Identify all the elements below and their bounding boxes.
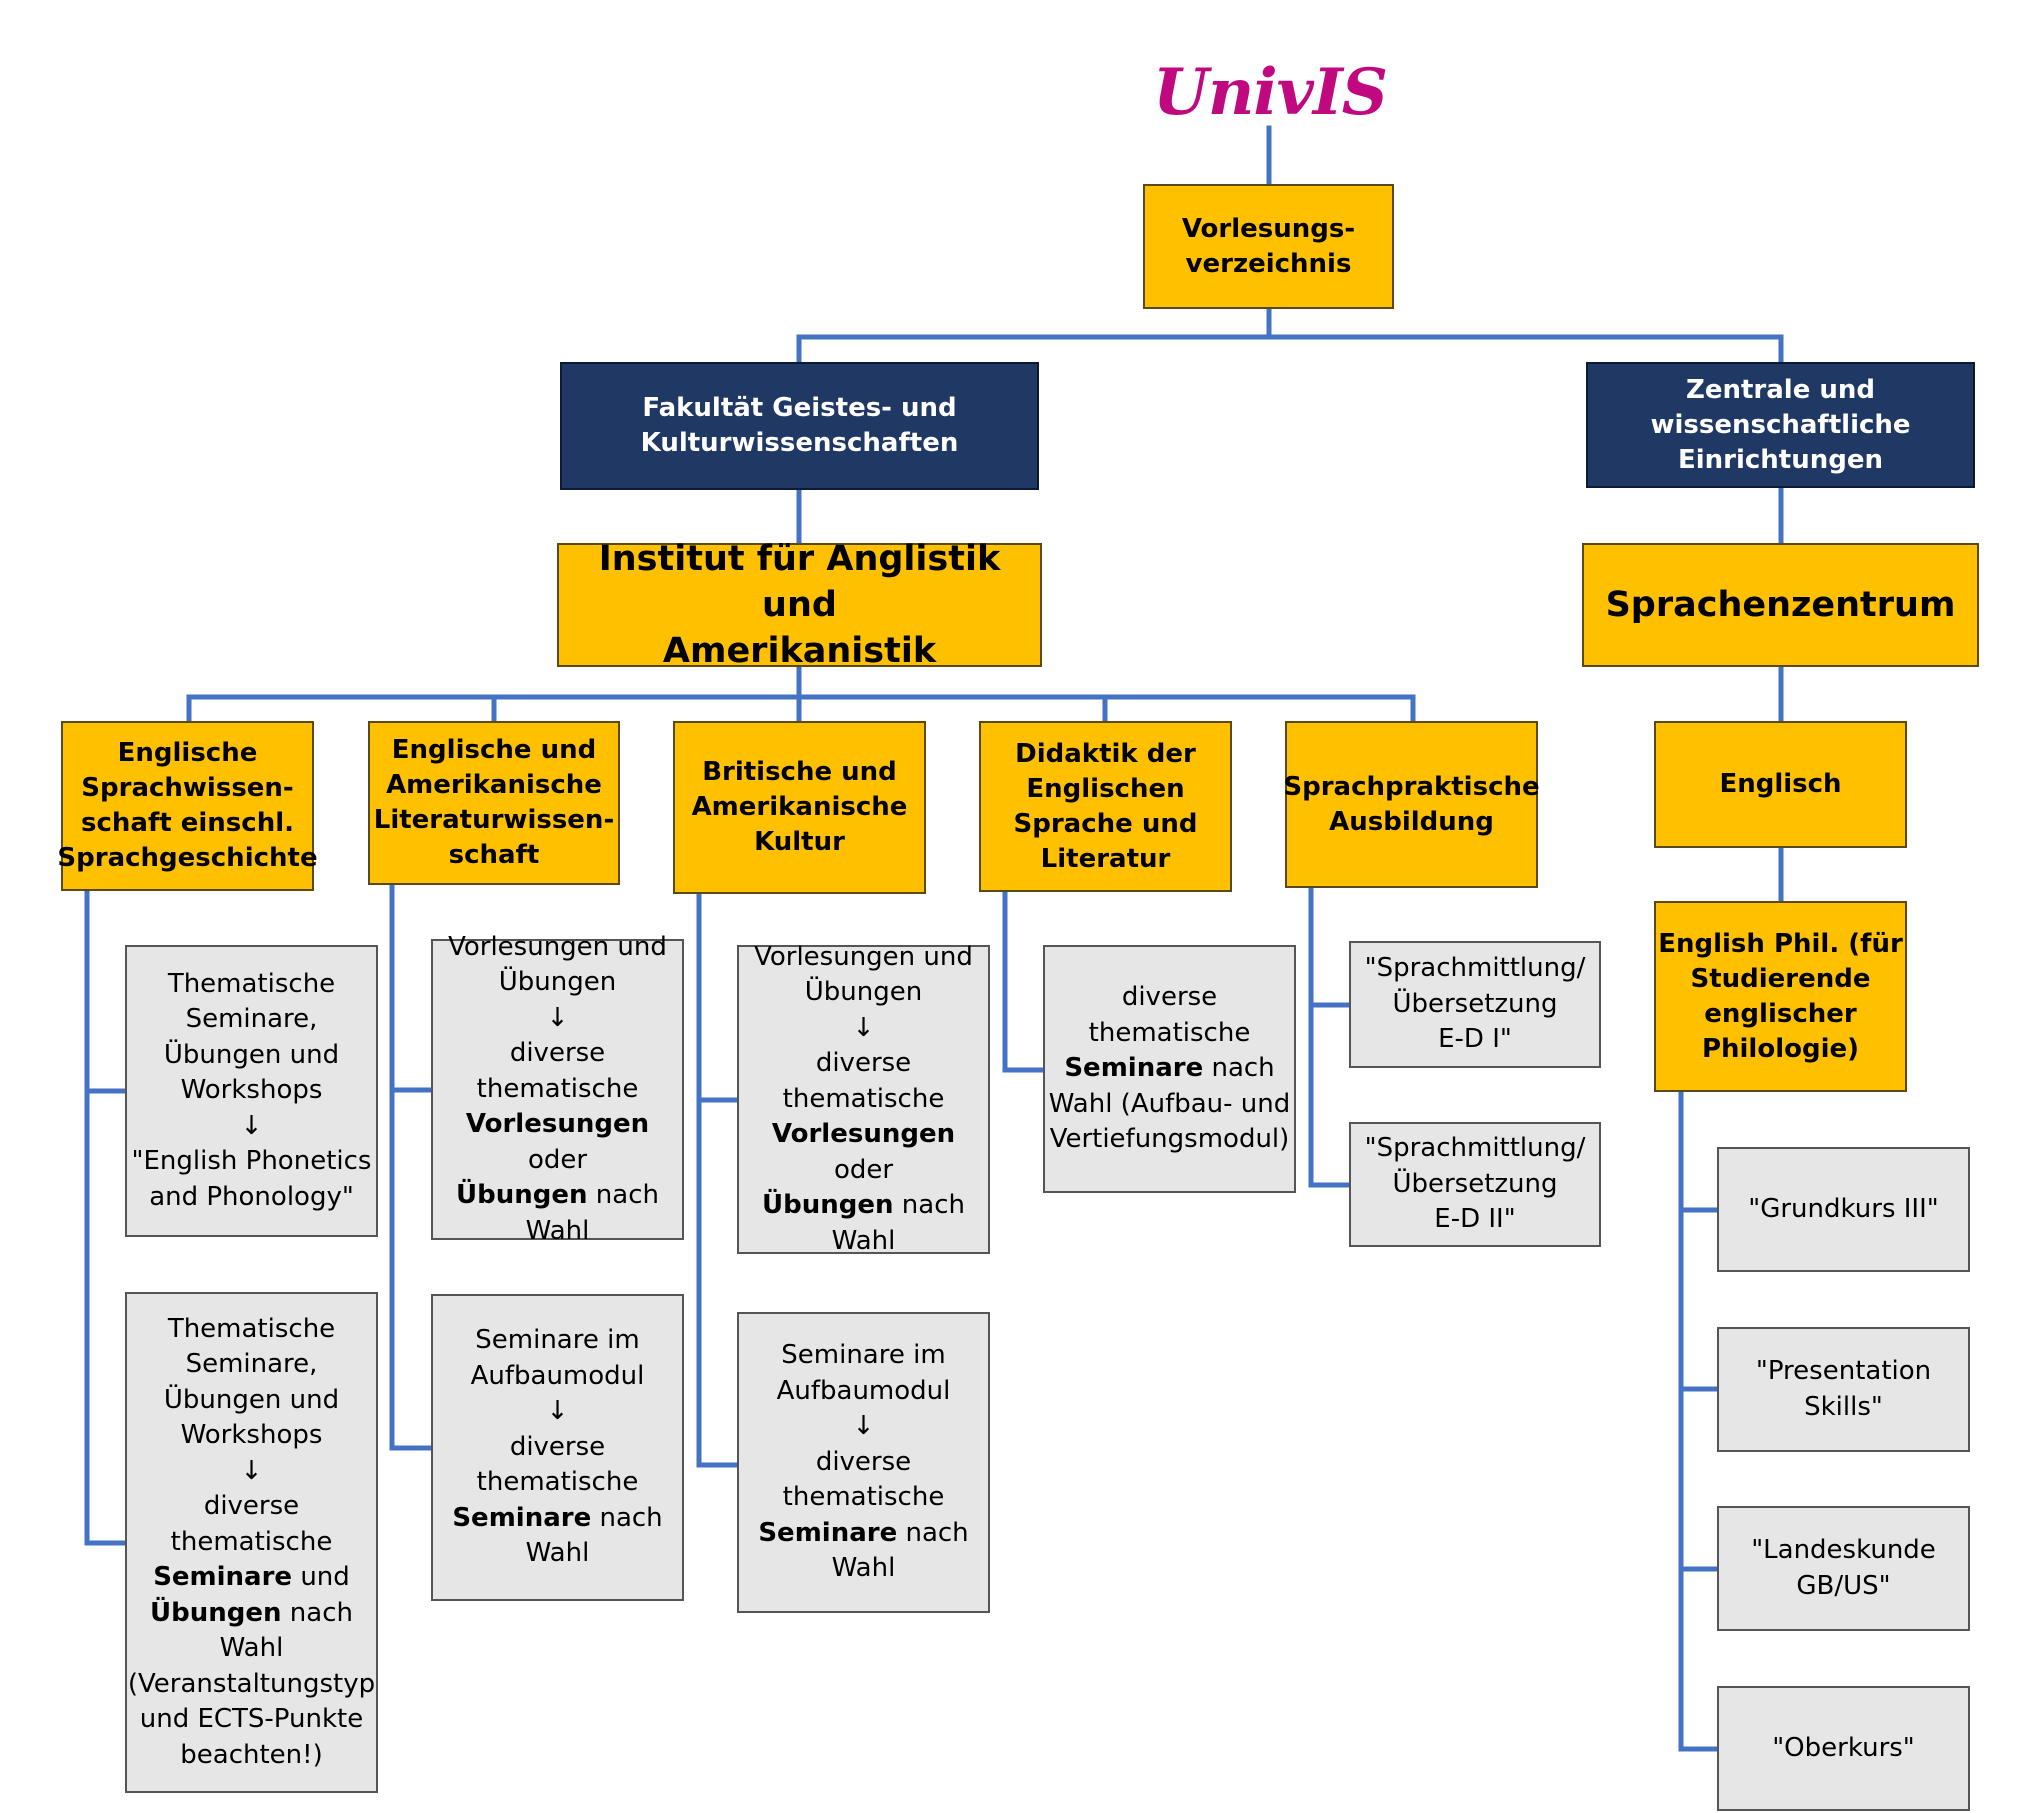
- node-label: Sprachpraktische Ausbildung: [1283, 771, 1540, 837]
- course-label: "Presentation Skills": [1755, 1356, 1932, 1422]
- text-segment: Vorlesungen und Übungen ↓ diverse themat…: [448, 931, 667, 1104]
- node-label: Englische Sprachwissen- schaft einschl. …: [57, 738, 318, 873]
- course-label: Seminare im Aufbaumodul ↓ diverse themat…: [758, 1338, 968, 1587]
- text-segment: Vorlesungen und Übungen ↓ diverse themat…: [754, 941, 973, 1114]
- text-segment: nach Wahl: [525, 1502, 663, 1569]
- course-box[interactable]: Vorlesungen und Übungen ↓ diverse themat…: [737, 942, 990, 1256]
- text-segment: nach Wahl: [831, 1190, 965, 1256]
- course-box[interactable]: Thematische Seminare, Übungen und Worksh…: [125, 1292, 378, 1793]
- course-box[interactable]: Seminare im Aufbaumodul ↓ diverse themat…: [737, 1312, 990, 1613]
- node-label: Britische und Amerikanische Kultur: [691, 757, 908, 857]
- dept-didaktik[interactable]: Didaktik der Englischen Sprache und Lite…: [979, 721, 1232, 892]
- text-segment: "Sprachmittlung/ Übersetzung E-D I": [1364, 953, 1586, 1055]
- course-label: Thematische Seminare, Übungen und Worksh…: [128, 1312, 375, 1774]
- emphasized-text: Seminare: [452, 1502, 592, 1533]
- course-box[interactable]: Vorlesungen und Übungen ↓ diverse themat…: [431, 932, 684, 1246]
- node-english-phil[interactable]: English Phil. (für Studierende englische…: [1654, 901, 1907, 1092]
- node-label: Vorlesungs- verzeichnis: [1181, 213, 1356, 279]
- text-segment: nach Wahl: [831, 1517, 969, 1584]
- text-segment: und: [300, 1562, 350, 1593]
- text-segment: Seminare im Aufbaumodul ↓ diverse themat…: [470, 1325, 645, 1498]
- emphasized-text: Seminare: [1064, 1053, 1204, 1084]
- node-label: Didaktik der Englischen Sprache und Lite…: [1013, 738, 1198, 874]
- node-label: English Phil. (für Studierende englische…: [1658, 928, 1903, 1064]
- text-segment: Thematische Seminare, Übungen und Worksh…: [163, 1313, 340, 1557]
- course-label: "Sprachmittlung/ Übersetzung E-D I": [1365, 951, 1586, 1058]
- dept-sprachwissenschaft[interactable]: Englische Sprachwissen- schaft einschl. …: [57, 721, 318, 891]
- node-zentrale-einrichtungen[interactable]: Zentrale und wissenschaftliche Einrichtu…: [1586, 362, 1975, 488]
- text-segment: "Sprachmittlung/ Übersetzung E-D II": [1364, 1133, 1586, 1235]
- course-label: Vorlesungen und Übungen ↓ diverse themat…: [739, 940, 988, 1260]
- emphasized-text: Vorlesungen: [465, 1109, 650, 1140]
- text-segment: nach Wahl (Aufbau- und Vertiefungsmodul): [1048, 1053, 1291, 1155]
- course-label: "Sprachmittlung/ Übersetzung E-D II": [1365, 1131, 1586, 1238]
- course-box[interactable]: "Oberkurs": [1717, 1686, 1970, 1811]
- node-label: Englisch: [1719, 769, 1842, 799]
- course-box[interactable]: diverse thematische Seminare nach Wahl (…: [1043, 945, 1296, 1193]
- course-label: Thematische Seminare, Übungen und Worksh…: [132, 967, 372, 1216]
- text-segment: nach Wahl (Veranstaltungstyp und ECTS-Pu…: [127, 1597, 376, 1770]
- node-institut-anglistik[interactable]: Institut für Anglistik und Amerikanistik: [557, 539, 1042, 671]
- course-box[interactable]: "Sprachmittlung/ Übersetzung E-D II": [1349, 1122, 1601, 1247]
- emphasized-text: Übungen: [762, 1190, 894, 1221]
- node-label: Fakultät Geistes- und Kulturwissenschaft…: [640, 393, 959, 458]
- text-segment: nach Wahl: [525, 1180, 659, 1246]
- node-label: Zentrale und wissenschaftliche Einrichtu…: [1650, 374, 1911, 475]
- dept-kultur[interactable]: Britische und Amerikanische Kultur: [673, 721, 926, 894]
- dept-sprachpraxis[interactable]: Sprachpraktische Ausbildung: [1283, 721, 1540, 888]
- node-label: Sprachenzentrum: [1605, 585, 1956, 625]
- emphasized-text: Vorlesungen: [771, 1119, 956, 1150]
- course-label: "Grundkurs III": [1748, 1193, 1939, 1224]
- emphasized-text: Übungen: [150, 1597, 282, 1628]
- course-label: Vorlesungen und Übungen ↓ diverse themat…: [433, 930, 682, 1250]
- emphasized-text: Seminare: [153, 1562, 293, 1593]
- course-box[interactable]: "Grundkurs III": [1717, 1147, 1970, 1272]
- emphasized-text: Seminare: [758, 1517, 898, 1548]
- text-segment: oder: [833, 1154, 894, 1185]
- course-box[interactable]: "Sprachmittlung/ Übersetzung E-D I": [1349, 941, 1601, 1068]
- course-label: Seminare im Aufbaumodul ↓ diverse themat…: [452, 1323, 662, 1572]
- text-segment: oder: [527, 1144, 588, 1175]
- text-segment: diverse thematische: [1088, 982, 1251, 1048]
- course-box[interactable]: "Landeskunde GB/US": [1717, 1506, 1970, 1631]
- course-box[interactable]: Seminare im Aufbaumodul ↓ diverse themat…: [431, 1294, 684, 1601]
- emphasized-text: Übungen: [456, 1180, 588, 1211]
- course-box[interactable]: Thematische Seminare, Übungen und Worksh…: [125, 945, 378, 1237]
- course-label: diverse thematische Seminare nach Wahl (…: [1049, 980, 1291, 1158]
- text-segment: Thematische Seminare, Übungen und Worksh…: [131, 968, 372, 1212]
- dept-literaturwissenschaft[interactable]: Englische und Amerikanische Literaturwis…: [368, 721, 620, 885]
- node-label: Institut für Anglistik und Amerikanistik: [598, 539, 1001, 671]
- node-vorlesungsverzeichnis[interactable]: Vorlesungs- verzeichnis: [1143, 184, 1394, 309]
- node-label: Englische und Amerikanische Literaturwis…: [373, 735, 615, 870]
- node-fakultaet[interactable]: Fakultät Geistes- und Kulturwissenschaft…: [560, 362, 1039, 490]
- univis-logo: UnivIS: [1153, 54, 1388, 130]
- node-sprachenzentrum[interactable]: Sprachenzentrum: [1582, 543, 1979, 667]
- course-box[interactable]: "Presentation Skills": [1717, 1327, 1970, 1452]
- node-englisch[interactable]: Englisch: [1654, 721, 1907, 848]
- course-label: "Oberkurs": [1772, 1732, 1915, 1763]
- course-label: "Landeskunde GB/US": [1751, 1535, 1936, 1601]
- text-segment: Seminare im Aufbaumodul ↓ diverse themat…: [776, 1340, 951, 1513]
